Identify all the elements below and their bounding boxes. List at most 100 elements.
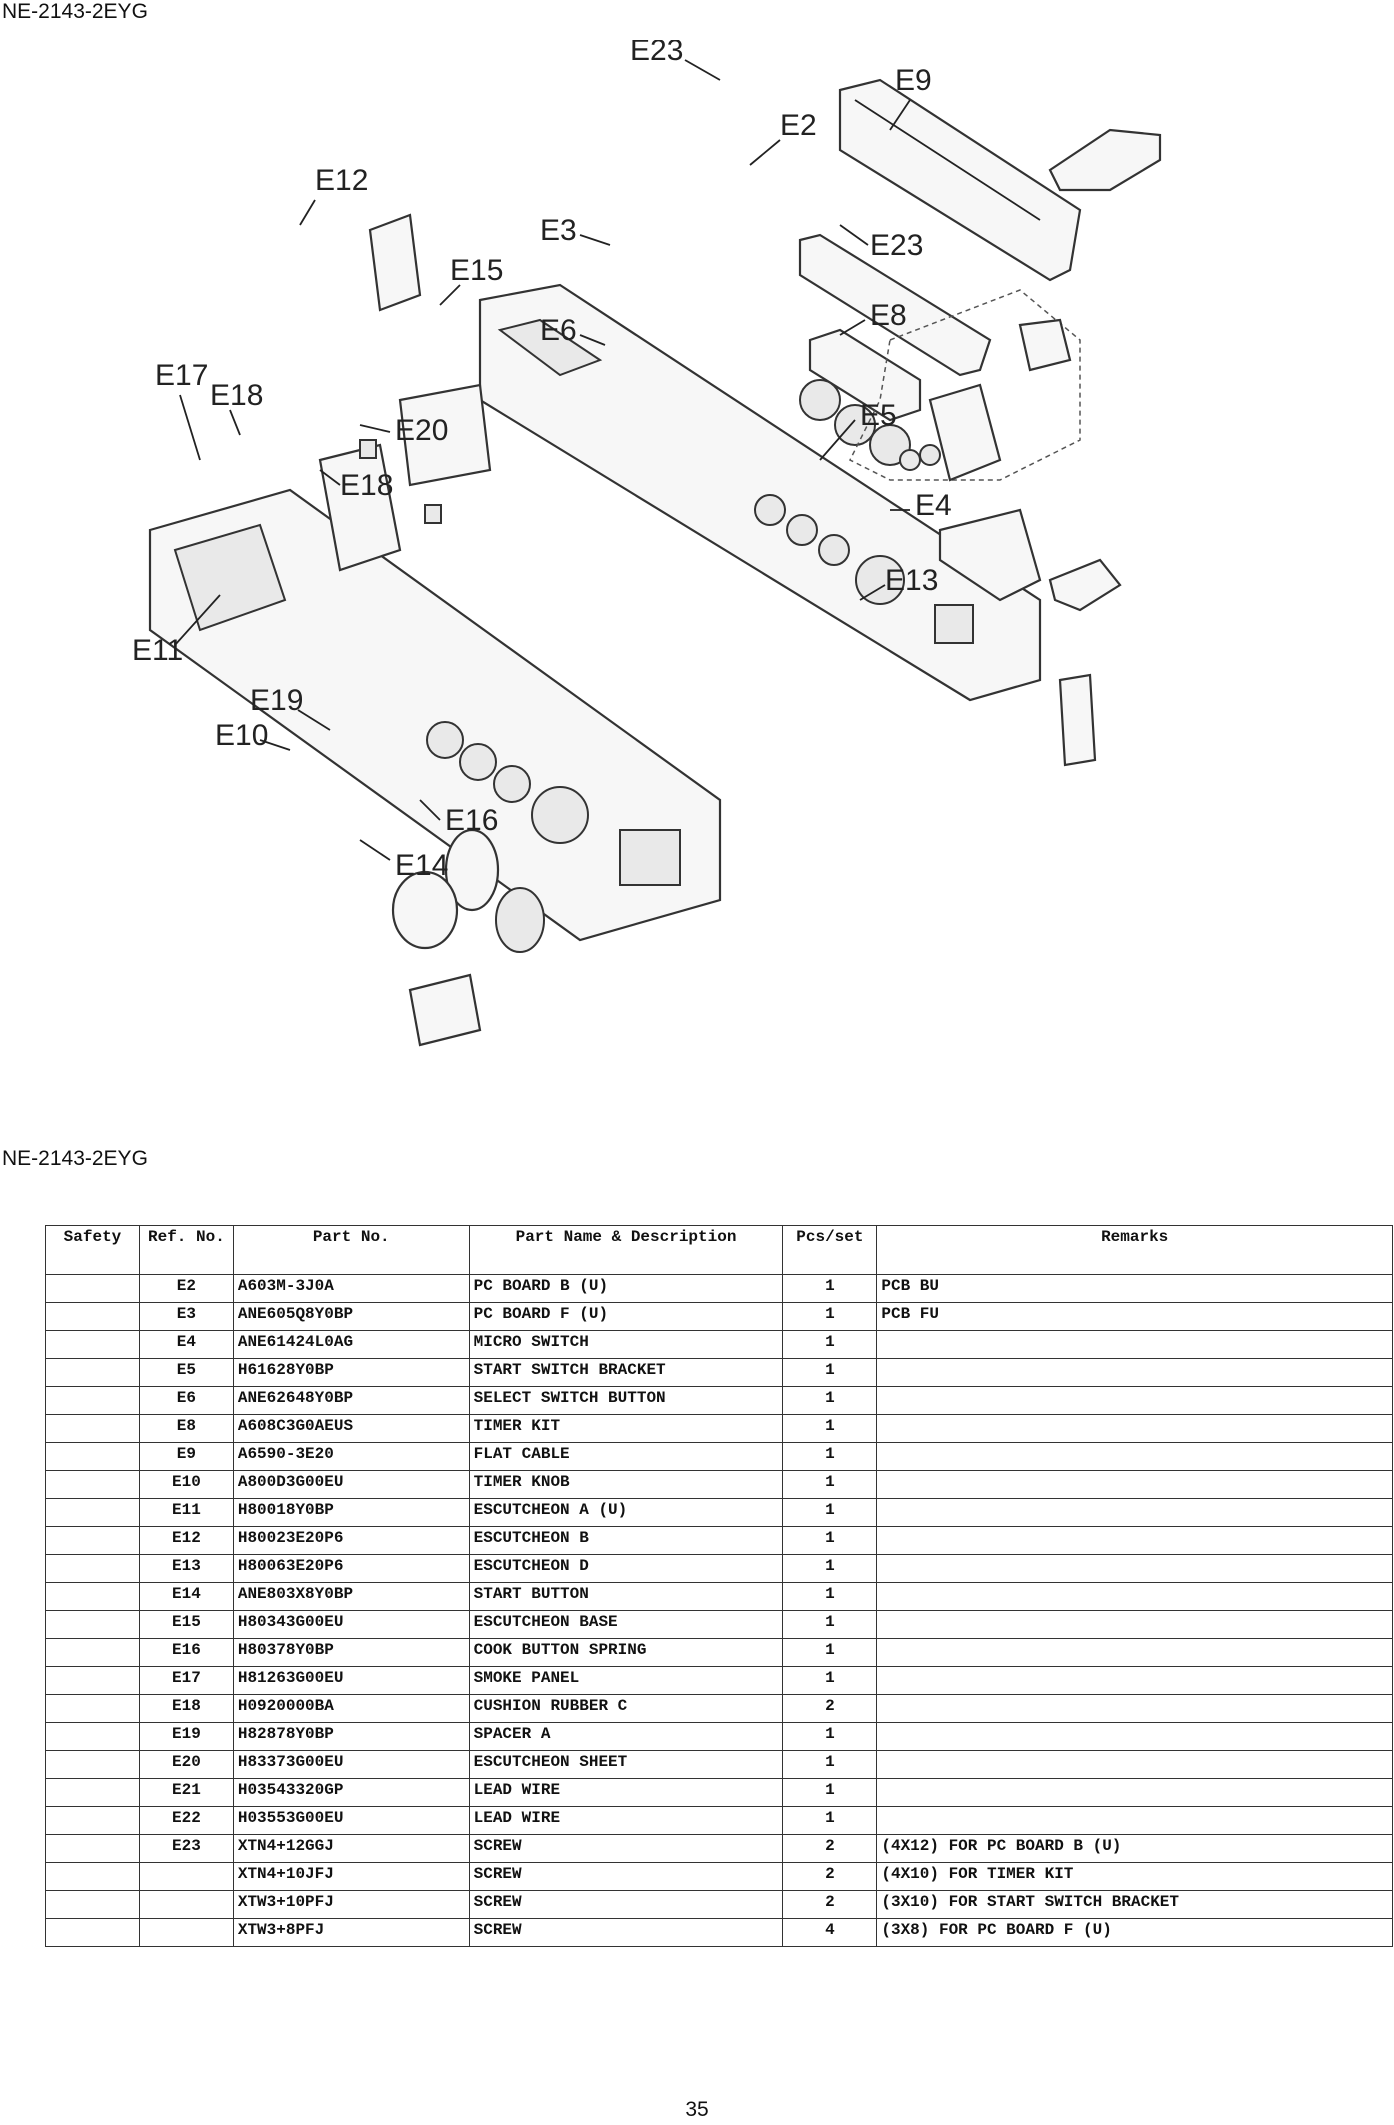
- ref-no-cell: E6: [138, 1386, 234, 1415]
- part-name-cell: ESCUTCHEON B: [468, 1526, 784, 1555]
- cushion-rubber-c-part: [359, 439, 377, 459]
- part-name-cell: TIMER KIT: [468, 1414, 784, 1443]
- callout-e15: E15: [450, 254, 503, 287]
- part-no-cell: H82878Y0BP: [232, 1722, 470, 1751]
- callout-e18: E18: [340, 469, 393, 502]
- safety-cell: [45, 1442, 140, 1471]
- remarks-cell: [876, 1330, 1393, 1359]
- part-no-cell: A800D3G00EU: [232, 1470, 470, 1499]
- remarks-cell: [876, 1582, 1393, 1611]
- safety-cell: [45, 1666, 140, 1695]
- ref-no-cell: [138, 1918, 234, 1947]
- pcs-set-cell: 4: [782, 1918, 878, 1947]
- safety-cell: [45, 1358, 140, 1387]
- remarks-cell: [876, 1750, 1393, 1779]
- part-no-cell: H0920000BA: [232, 1694, 470, 1723]
- part-no-cell: A603M-3J0A: [232, 1274, 470, 1303]
- column-header-part-name: Part Name & Description: [468, 1225, 784, 1275]
- callout-e12: E12: [315, 164, 368, 197]
- part-no-cell: XTN4+10JFJ: [232, 1862, 470, 1891]
- pcs-set-cell: 1: [782, 1750, 878, 1779]
- safety-cell: [45, 1470, 140, 1499]
- remarks-cell: PCB BU: [876, 1274, 1393, 1303]
- callout-e14: E14: [395, 849, 448, 882]
- callout-e2: E2: [780, 109, 817, 142]
- callout-e13: E13: [885, 564, 938, 597]
- part-no-cell: A6590-3E20: [232, 1442, 470, 1471]
- part-name-cell: ESCUTCHEON A (U): [468, 1498, 784, 1527]
- part-name-cell: COOK BUTTON SPRING: [468, 1638, 784, 1667]
- ref-no-cell: E11: [138, 1498, 234, 1527]
- safety-cell: [45, 1806, 140, 1835]
- column-header-ref-no: Ref. No.: [138, 1225, 234, 1275]
- part-no-cell: H83373G00EU: [232, 1750, 470, 1779]
- column-header-part-no: Part No.: [232, 1225, 470, 1275]
- safety-cell: [45, 1554, 140, 1583]
- part-name-cell: ESCUTCHEON SHEET: [468, 1750, 784, 1779]
- ref-no-cell: E5: [138, 1358, 234, 1387]
- model-number-header: NE-2143-2EYG: [2, 0, 148, 23]
- part-name-cell: START SWITCH BRACKET: [468, 1358, 784, 1387]
- remarks-cell: [876, 1470, 1393, 1499]
- pc-board-f-part: [798, 233, 992, 377]
- ref-no-cell: E4: [138, 1330, 234, 1359]
- remarks-cell: (4X12) FOR PC BOARD B (U): [876, 1834, 1393, 1863]
- part-name-cell: PC BOARD F (U): [468, 1302, 784, 1331]
- part-no-cell: H80378Y0BP: [232, 1638, 470, 1667]
- part-name-cell: SCREW: [468, 1862, 784, 1891]
- part-name-cell: FLAT CABLE: [468, 1442, 784, 1471]
- remarks-cell: [876, 1778, 1393, 1807]
- safety-cell: [45, 1834, 140, 1863]
- callout-e18: E18: [210, 379, 263, 412]
- ref-no-cell: E18: [138, 1694, 234, 1723]
- callout-e23: E23: [870, 229, 923, 262]
- spacer-a-part: [444, 828, 500, 912]
- pcs-set-cell: 1: [782, 1610, 878, 1639]
- part-name-cell: SMOKE PANEL: [468, 1666, 784, 1695]
- callout-e4: E4: [915, 489, 952, 522]
- micro-switch-part: [1048, 558, 1122, 612]
- pcs-set-cell: 1: [782, 1386, 878, 1415]
- pcs-set-cell: 1: [782, 1778, 878, 1807]
- safety-cell: [45, 1274, 140, 1303]
- callout-e10: E10: [215, 719, 268, 752]
- pcs-set-cell: 1: [782, 1806, 878, 1835]
- safety-cell: [45, 1526, 140, 1555]
- remarks-cell: [876, 1638, 1393, 1667]
- remarks-cell: [876, 1386, 1393, 1415]
- part-name-cell: SCREW: [468, 1918, 784, 1947]
- column-header-pcs-set: Pcs/set: [782, 1225, 878, 1275]
- pcs-set-cell: 1: [782, 1274, 878, 1303]
- remarks-cell: [876, 1666, 1393, 1695]
- part-no-cell: H80018Y0BP: [232, 1498, 470, 1527]
- escutcheon-b-part: [368, 213, 422, 312]
- ref-no-cell: [138, 1862, 234, 1891]
- safety-cell: [45, 1414, 140, 1443]
- remarks-cell: [876, 1722, 1393, 1751]
- cook-button-spring-part: [495, 887, 545, 953]
- callout-e9: E9: [895, 64, 932, 97]
- page-number: 35: [685, 2098, 709, 2121]
- flat-cable-part: [1048, 128, 1162, 192]
- column-header-safety: Safety: [45, 1225, 140, 1275]
- safety-cell: [45, 1582, 140, 1611]
- safety-cell: [45, 1610, 140, 1639]
- pcs-set-cell: 1: [782, 1470, 878, 1499]
- callout-e5: E5: [860, 399, 897, 432]
- ref-no-cell: E17: [138, 1666, 234, 1695]
- part-no-cell: ANE803X8Y0BP: [232, 1582, 470, 1611]
- escutcheon-d-part: [1058, 673, 1097, 767]
- table-header-row: Safety Ref. No. Part No. Part Name & Des…: [45, 1225, 1393, 1275]
- pcs-set-cell: 1: [782, 1302, 878, 1331]
- part-name-cell: LEAD WIRE: [468, 1806, 784, 1835]
- ref-no-cell: E16: [138, 1638, 234, 1667]
